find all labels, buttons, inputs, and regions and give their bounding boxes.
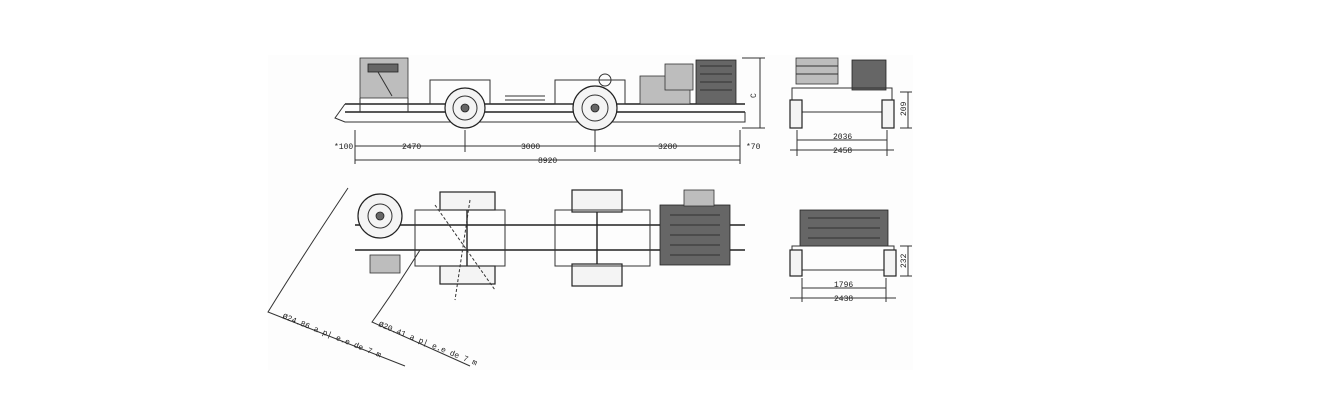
engine-fins [700,65,732,91]
end-engine [851,59,887,91]
rear-wheel-top-right [571,263,623,287]
rear-overhang-dim: 3280 [658,143,677,152]
end-view-top: 209 2036 2458 [789,57,912,156]
inner-turning-arc [371,249,471,367]
height-label: C [750,93,759,98]
stacked-tires [795,57,839,85]
rear-end-engine-detail [808,217,880,239]
front-bracket [359,71,409,112]
end-view-bottom: 232 1796 2438 [789,209,912,304]
battery-box [369,254,401,274]
front-overhang-dim: *100 [334,143,353,152]
rear-end-inner-width: 1796 [834,281,853,290]
rear-wheel-top-left [571,189,623,213]
spare-wheel-ring [367,203,393,229]
rear-end-dim: *70 [746,143,761,152]
wheelbase-dim: 3000 [521,143,540,152]
outer-turning-arc [267,187,406,367]
side-view: C *100 2470 3000 3280 *70 8920 [334,57,765,166]
turning-guides [434,199,496,301]
plan-engine-detail [670,214,720,256]
end-inner-width: 2036 [833,133,852,142]
dim-extension-lines [354,130,741,164]
height-dim-line [742,57,765,129]
air-tank [598,73,612,87]
end-height-dim-line [900,91,912,129]
rear-end-wheel-right [883,249,897,277]
front-wheel-top-right [439,265,496,285]
frame-lower [334,103,746,123]
mid-detail [505,95,545,101]
rear-end-wheel-left [789,249,803,277]
rear-wheel-hub [590,103,600,113]
rear-suspension [554,209,651,267]
end-outer-width: 2458 [833,147,852,156]
engine-block-a [664,63,694,91]
rear-end-width-dim-lines [790,278,896,302]
end-width-dim-lines [790,130,894,156]
front-span-dim: 2470 [402,143,421,152]
rear-end-height-dim-line [900,245,912,277]
rear-end-height-label: 232 [900,253,909,268]
front-wheel-hub-ring [452,95,478,121]
plan-radiator [683,189,715,207]
tire-lines [796,65,838,75]
front-module-detail [367,63,399,73]
rear-wheel-hub-ring [581,94,609,122]
end-wheel-left [789,99,803,129]
rear-end-outer-width: 2438 [834,295,853,304]
total-length-dim: 8920 [538,157,557,166]
front-wheel-hub [460,103,470,113]
end-height-label: 209 [900,101,909,116]
front-wheel-top-left [439,191,496,211]
end-wheel-right [881,99,895,129]
spare-wheel-hub [375,211,385,221]
